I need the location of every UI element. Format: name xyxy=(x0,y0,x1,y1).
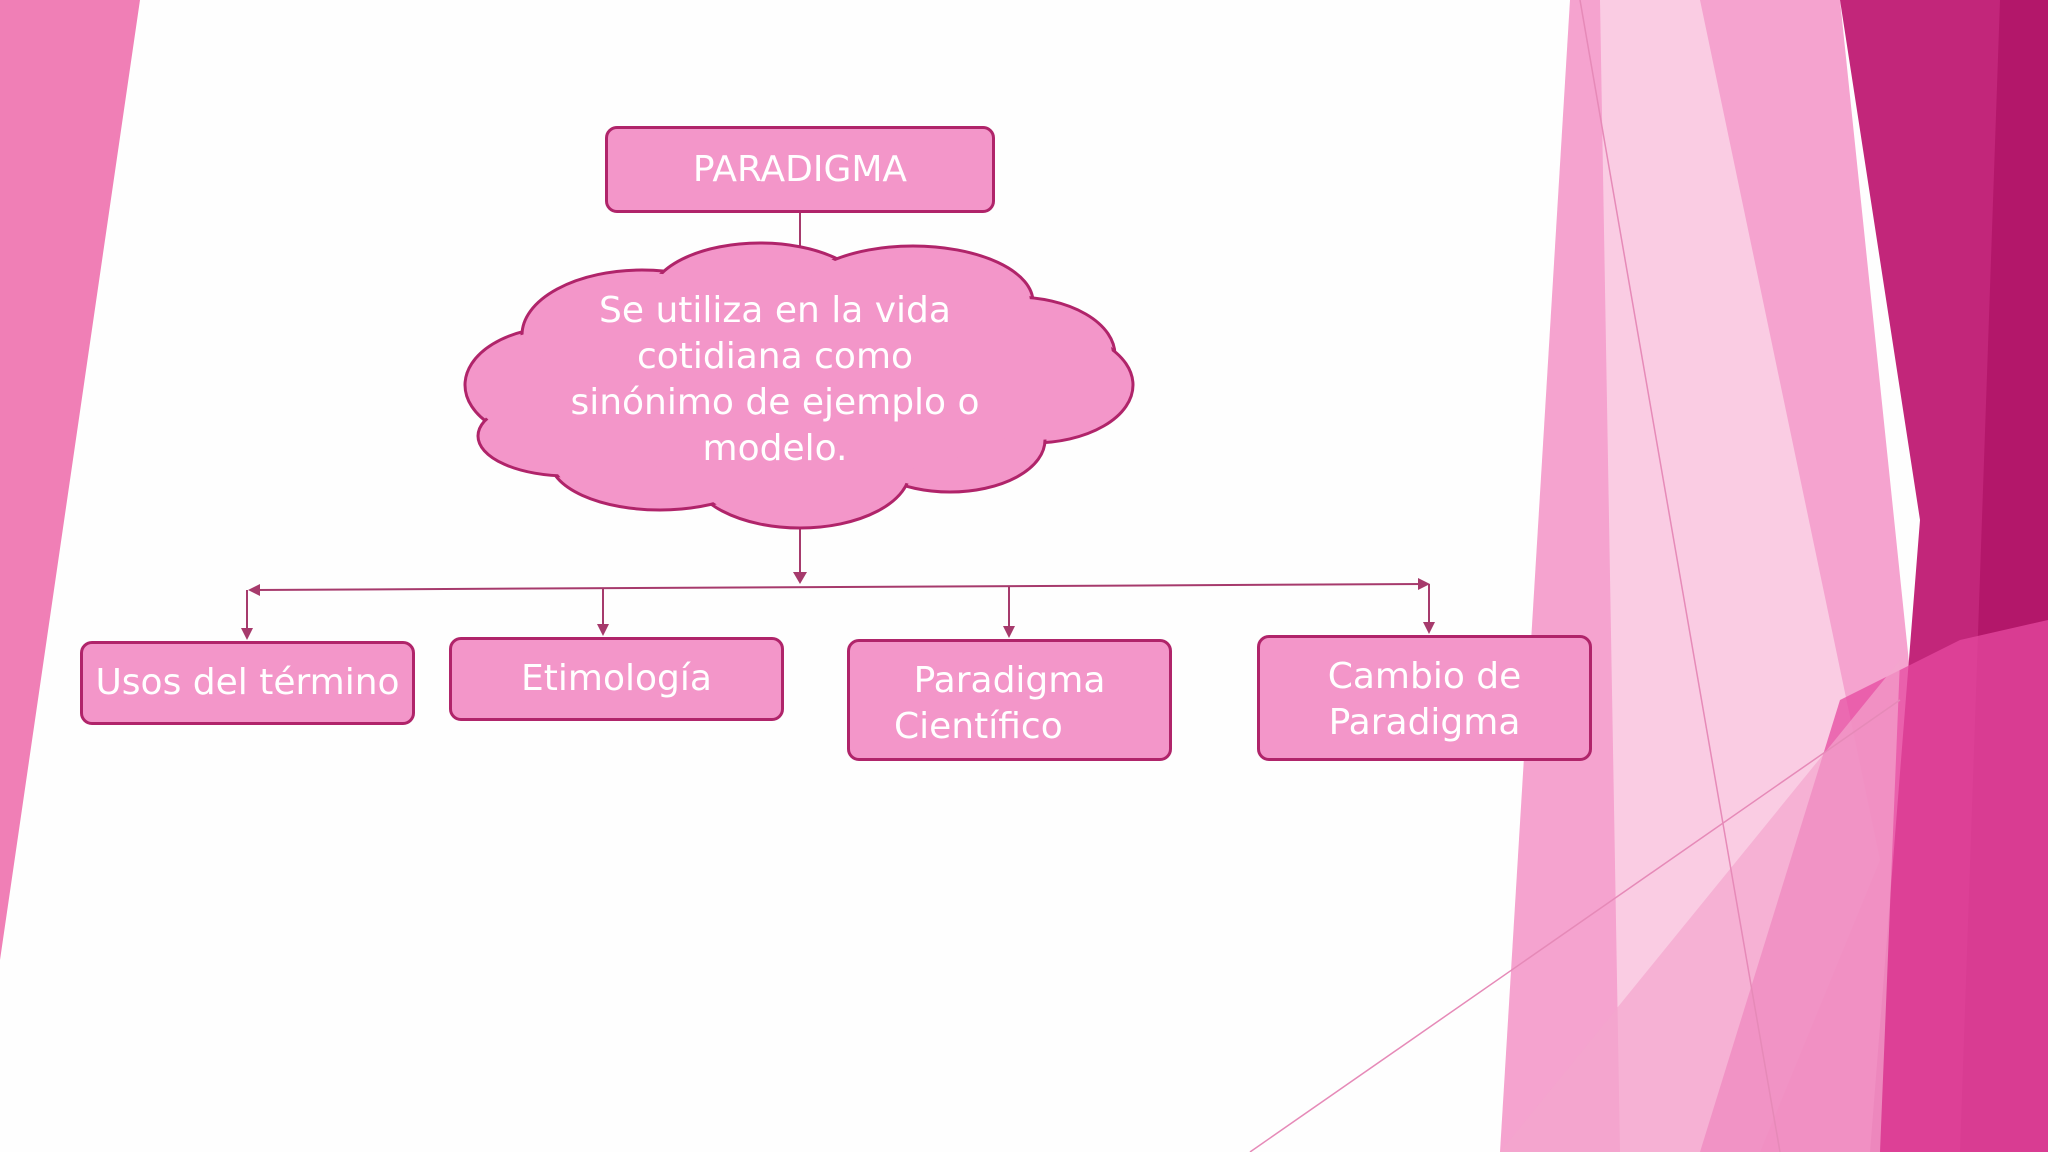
drop-arrow-cambio xyxy=(1423,622,1435,634)
cientifico-line1: Paradigma xyxy=(913,660,1106,701)
bus-arrow-right xyxy=(1418,578,1430,590)
left-pink-band xyxy=(0,0,140,960)
drop-arrow-usos xyxy=(241,628,253,640)
box-usos-del-termino: Usos del término xyxy=(80,641,415,725)
cambio-line2: Paradigma xyxy=(1328,702,1521,743)
etimologia-label: Etimología xyxy=(521,658,712,699)
cambio-line1: Cambio de xyxy=(1327,656,1522,697)
decor-line-2 xyxy=(1249,699,1901,1152)
decor-line-1 xyxy=(1579,0,1781,1152)
drop-arrow-etimologia xyxy=(597,624,609,636)
bus-arrow-left xyxy=(248,584,260,596)
box-etimologia: Etimología xyxy=(449,637,784,721)
cloud-arrow-head xyxy=(793,572,807,584)
cloud-fill-overlay xyxy=(468,246,1130,525)
cloud-text: Se utiliza en la vida cotidiana como sin… xyxy=(570,290,980,469)
root-box-paradigma: PARADIGMA xyxy=(605,126,995,213)
usos-label: Usos del término xyxy=(95,662,400,703)
box-paradigma-cientifico: Paradigma Científico xyxy=(847,639,1172,761)
right-bottom-soft xyxy=(1500,660,1900,1152)
horizontal-bus-line xyxy=(249,583,1429,591)
drop-arrow-cientifico xyxy=(1003,626,1015,638)
cientifico-line2: Científico xyxy=(894,706,1063,747)
root-label: PARADIGMA xyxy=(692,148,908,190)
box-cambio-de-paradigma: Cambio de Paradigma xyxy=(1257,635,1592,761)
